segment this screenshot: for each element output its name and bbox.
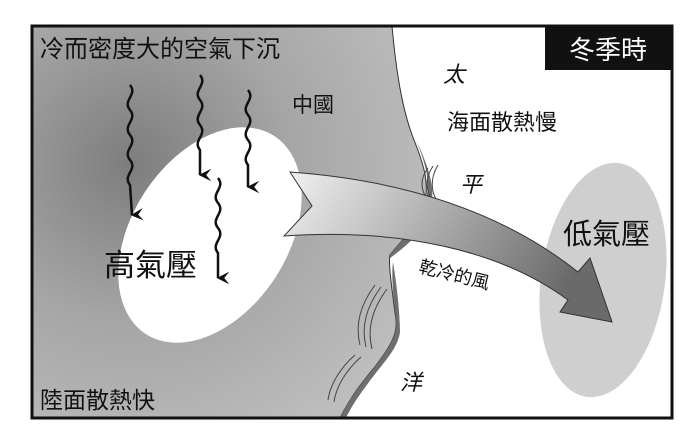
season-label: 冬季時 [569,36,647,66]
ocean-char-3: 洋 [400,371,425,396]
low-pressure-label: 低氣壓 [563,217,650,251]
coast-strip-south [340,262,400,418]
diagram-frame [30,24,674,420]
ocean-char-1: 太 [443,63,467,88]
diagram-title: 冷而密度大的空氣下沉 [40,35,280,63]
sea-cooling-label: 海面散熱慢 [447,111,557,136]
land-name: 中國 [292,93,334,117]
low-pressure-area [539,162,667,398]
ocean-char-2: 平 [460,173,484,198]
season-label-box [545,26,672,70]
land-cooling-label: 陸面散熱快 [40,388,155,414]
high-pressure-label: 高氣壓 [104,248,197,284]
wind-arrow [282,171,613,323]
sinking-air-arrows [126,74,260,285]
